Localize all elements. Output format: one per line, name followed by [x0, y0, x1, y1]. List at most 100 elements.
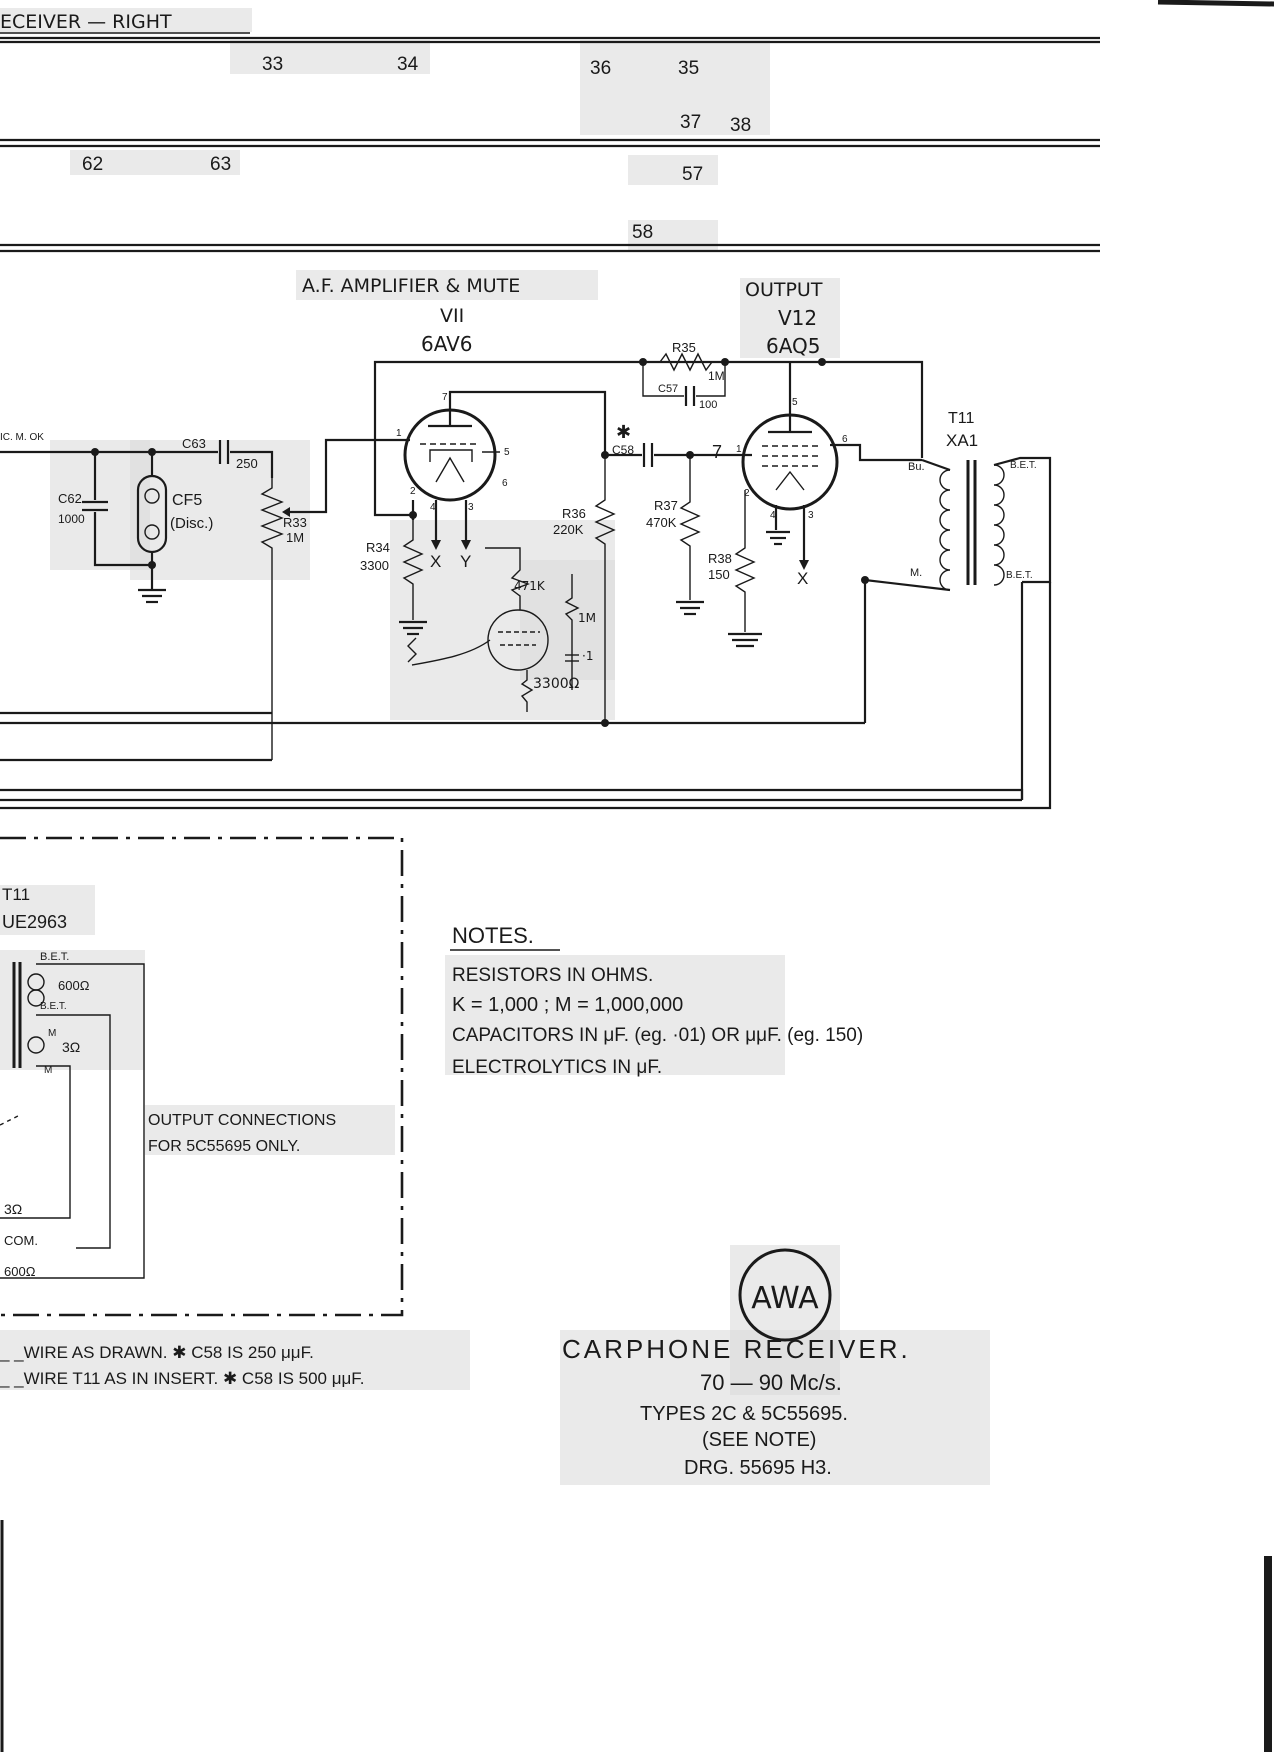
r38-value: 150: [708, 567, 730, 582]
c57-value: 100: [699, 399, 717, 411]
t11-bet-top: B.E.T.: [1010, 460, 1037, 471]
scan-patches: [0, 8, 990, 1485]
c63-value: 250: [236, 456, 258, 471]
r35-resistor: R35 1M: [659, 340, 725, 383]
v12-name: V12: [778, 306, 817, 330]
r37-resistor: R37 470K: [646, 455, 704, 616]
v12-x-output: X: [797, 569, 808, 588]
v12-pin-3: 3: [808, 510, 814, 521]
t11-bu-tap: Bu.: [908, 461, 925, 473]
v12-pin-2: 2: [744, 488, 750, 499]
v11-pin-3: 3: [468, 502, 474, 513]
t11-bet-bottom: B.E.T.: [1006, 570, 1033, 581]
drawing-types: TYPES 2C & 5C55695.: [640, 1403, 848, 1425]
t11-code: XA1: [946, 431, 978, 450]
output-label: OUTPUT: [745, 279, 823, 301]
ground-symbol: [138, 588, 166, 604]
insert-com: COM.: [4, 1233, 38, 1248]
v11-name: VII: [440, 305, 464, 327]
v11-tube: 1 2 4 3 5 6 7 X Y: [396, 390, 607, 571]
v12-type: 6AQ5: [766, 334, 821, 358]
r36-label: R36: [562, 506, 586, 521]
insert-600-b: 600Ω: [4, 1264, 36, 1279]
r33-value: 1M: [286, 530, 304, 545]
legend-line-1: _ _WIRE AS DRAWN. ✱ C58 IS 250 μμF.: [0, 1343, 314, 1362]
t11-output-transformer: T11 XA1 Bu. M. B.E.T. B.E.T.: [861, 410, 1052, 800]
insert-m-b: M: [44, 1065, 52, 1076]
v12-pin-7: 7: [712, 442, 722, 462]
c62-label: C62: [58, 491, 82, 506]
insert-bet-a: B.E.T.: [40, 951, 69, 963]
c63-label: C63: [182, 436, 206, 451]
c58-label: C58: [612, 443, 634, 457]
r34-resistor: R34 3300: [360, 500, 427, 636]
wire-number-62: 62: [82, 154, 103, 175]
wiring-legend: _ _WIRE AS DRAWN. ✱ C58 IS 250 μμF. _ _W…: [0, 1343, 365, 1388]
c58-capacitor: ✱ C58: [601, 422, 752, 467]
v11-pin-5: 5: [504, 447, 510, 458]
insert-bet-b: B.E.T.: [40, 1001, 67, 1012]
cf5-disc-capacitor: CF5 (Disc.): [136, 448, 213, 604]
r38-label: R38: [708, 551, 732, 566]
r34-value: 3300: [360, 558, 389, 573]
b-plus-rail: [373, 358, 924, 500]
header-title-fragment: ECEIVER — RIGHT: [0, 11, 172, 33]
v11-pin-7: 7: [442, 392, 448, 403]
notes-block: NOTES. RESISTORS IN OHMS. K = 1,000 ; M …: [450, 923, 863, 1078]
insert-box: [0, 836, 404, 1317]
r38-resistor: R38 150: [708, 490, 762, 648]
wire-number-37: 37: [680, 112, 701, 133]
mute-resistor-471k: 471K: [514, 579, 546, 593]
c62-value: 1000: [58, 512, 85, 526]
v12-pin-1: 1: [736, 444, 742, 455]
insert-code: UE2963: [2, 912, 67, 932]
mute-capacitor: ·1: [582, 649, 593, 663]
r35-label: R35: [672, 340, 696, 355]
v11-type: 6AV6: [421, 332, 473, 356]
v11-x-output: X: [430, 552, 441, 571]
c63-capacitor: C63 250: [0, 436, 274, 478]
af-amplifier-label: A.F. AMPLIFIER & MUTE: [302, 275, 520, 297]
wire-number-35: 35: [678, 58, 699, 79]
mute-resistor-3300: 3300Ω: [533, 676, 580, 692]
awa-logo: AWA: [738, 1248, 832, 1342]
insert-title: T11: [2, 885, 30, 904]
v12-pin-6: 6: [842, 434, 848, 445]
drawing-see-note: (SEE NOTE): [702, 1429, 816, 1451]
wire-number-labels: 33 34 36 35 37 38 62 63 57 58: [82, 54, 751, 243]
c62-capacitor: C62 1000: [58, 452, 152, 567]
mute-valve-sketch: 471K 1M ·1 3300Ω: [407, 547, 596, 712]
r33-potentiometer: R33 1M: [260, 438, 410, 760]
drawing-number: DRG. 55695 H3.: [684, 1457, 832, 1479]
insert-caption-1: OUTPUT CONNECTIONS: [148, 1112, 336, 1129]
mute-resistor-1m: 1M: [578, 611, 596, 625]
r34-label: R34: [366, 540, 390, 555]
r36-value: 220K: [553, 522, 584, 537]
r37-value: 470K: [646, 515, 677, 530]
insert-caption-2: FOR 5C55695 ONLY.: [148, 1138, 300, 1155]
v11-pin-4: 4: [430, 502, 436, 513]
v11-y-output: Y: [460, 552, 471, 571]
c57-capacitor: C57 100: [642, 362, 726, 411]
t11-m-tap: M.: [910, 567, 922, 579]
v12-pin-5: 5: [792, 397, 798, 408]
c58-star: ✱: [616, 422, 631, 442]
insert-3-a: 3Ω: [62, 1039, 80, 1055]
insert-transformer: T11 UE2963 B.E.T. 600Ω B.E.T. M 3Ω M 3Ω …: [0, 885, 336, 1279]
r37-label: R37: [654, 498, 678, 513]
notes-heading: NOTES.: [452, 923, 534, 948]
insert-600-a: 600Ω: [58, 978, 90, 993]
insert-3-b: 3Ω: [4, 1201, 22, 1217]
v11-pin-1: 1: [396, 428, 402, 439]
cf5-sub-label: (Disc.): [170, 515, 213, 532]
title-block: AWA CARPHONE RECEIVER. 70 — 90 Mc/s. TYP…: [562, 1248, 908, 1479]
v11-pin-2: 2: [410, 486, 416, 497]
legend-line-2: _ _WIRE T11 AS IN INSERT. ✱ C58 IS 500 μ…: [0, 1369, 365, 1388]
r33-label: R33: [283, 515, 307, 530]
c57-label: C57: [658, 383, 678, 395]
wire-number-57: 57: [682, 164, 703, 185]
t11-label: T11: [948, 410, 974, 427]
awa-logo-text: AWA: [751, 1281, 819, 1316]
insert-m-a: M: [48, 1028, 56, 1039]
